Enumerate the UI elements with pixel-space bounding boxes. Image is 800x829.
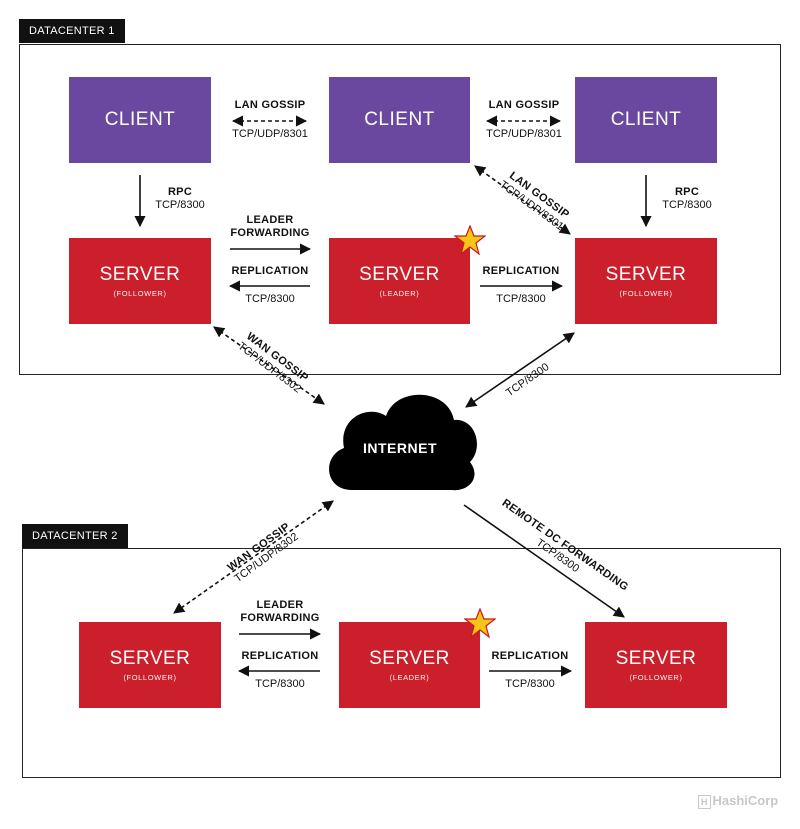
dc1-replication-left-label: REPLICATION: [222, 265, 318, 278]
node-name: SERVER: [109, 648, 191, 669]
dc2-replication-left-label: REPLICATION: [232, 650, 328, 663]
dc1-server-leader: SERVER (LEADER): [329, 238, 470, 324]
dc2-replication-right-label: REPLICATION: [481, 650, 579, 663]
client-node-1: CLIENT: [69, 77, 211, 163]
dc2-replication-left-port: TCP/8300: [232, 678, 328, 691]
hashicorp-logo-icon: H: [698, 795, 711, 809]
datacenter-1-label: DATACENTER 1: [19, 19, 125, 43]
link-title-line2: FORWARDING: [240, 612, 320, 624]
dc2-server-leader: SERVER (LEADER): [339, 622, 480, 708]
brand-name: HashiCorp: [712, 793, 779, 808]
link-title: RPC: [674, 186, 700, 198]
lan-gossip-diagonal-arrow: [474, 165, 571, 235]
link-title: REPLICATION: [231, 265, 309, 277]
rpc-label-1: RPC TCP/8300: [150, 186, 210, 212]
node-name: SERVER: [369, 648, 450, 669]
lan-gossip-label-1: LAN GOSSIP: [220, 99, 320, 112]
node-name: SERVER: [615, 648, 697, 669]
link-port: TCP/8300: [255, 678, 305, 690]
node-role: (FOLLOWER): [629, 673, 683, 682]
rpc-label-3: RPC TCP/8300: [657, 186, 717, 212]
link-title-line2: FORWARDING: [230, 227, 310, 239]
internet-dc1-arrow: [465, 332, 575, 408]
lan-gossip-label-2: LAN GOSSIP: [474, 99, 574, 112]
datacenter-2-frame: [22, 548, 781, 778]
node-name: CLIENT: [364, 109, 435, 130]
dc2-forwarding-label: LEADER FORWARDING: [232, 599, 328, 625]
link-title-line1: LEADER: [246, 214, 294, 226]
node-role: (LEADER): [389, 673, 430, 682]
dc1-replication-right-port: TCP/8300: [472, 293, 570, 306]
dc2-server-follower-1: SERVER (FOLLOWER): [79, 622, 221, 708]
client-node-3: CLIENT: [575, 77, 717, 163]
link-title: RPC: [167, 186, 193, 198]
link-port: TCP/8300: [245, 293, 295, 305]
datacenter-2-label: DATACENTER 2: [22, 524, 128, 548]
dc1-replication-right-label: REPLICATION: [472, 265, 570, 278]
wan-gossip-dc2-arrow: [173, 500, 334, 614]
lan-gossip-port-2: TCP/UDP/8301: [474, 128, 574, 141]
dc1-replication-left-port: TCP/8300: [222, 293, 318, 306]
internet-label: INTERNET: [363, 440, 437, 456]
link-title: REPLICATION: [491, 650, 569, 662]
node-name: SERVER: [99, 264, 181, 285]
node-name: SERVER: [605, 264, 687, 285]
link-port: TCP/UDP/8301: [232, 128, 308, 140]
node-role: (FOLLOWER): [123, 673, 177, 682]
link-title: REPLICATION: [482, 265, 560, 277]
remote-dc-forwarding-arrow: [463, 504, 625, 618]
leader-star-icon: [454, 225, 486, 255]
link-port: TCP/8300: [505, 678, 555, 690]
datacenter-1-frame: [19, 44, 781, 375]
dc1-server-follower-1: SERVER (FOLLOWER): [69, 238, 211, 324]
node-role: (LEADER): [379, 289, 420, 298]
node-name: CLIENT: [104, 109, 176, 130]
dc1-forwarding-label: LEADER FORWARDING: [222, 214, 318, 240]
node-name: SERVER: [359, 264, 440, 285]
client-node-2: CLIENT: [329, 77, 470, 163]
dc2-replication-right-port: TCP/8300: [481, 678, 579, 691]
wan-gossip-dc1-arrow: [213, 326, 325, 405]
link-port: TCP/8300: [155, 199, 205, 211]
lan-gossip-port-1: TCP/UDP/8301: [220, 128, 320, 141]
node-name: CLIENT: [610, 109, 682, 130]
node-role: (FOLLOWER): [619, 289, 673, 298]
dc2-server-follower-2: SERVER (FOLLOWER): [585, 622, 727, 708]
link-port: TCP/8300: [662, 199, 712, 211]
link-title: LAN GOSSIP: [234, 99, 306, 111]
link-title: LAN GOSSIP: [488, 99, 560, 111]
leader-star-icon: [464, 608, 496, 638]
link-port: TCP/UDP/8301: [486, 128, 562, 140]
node-role: (FOLLOWER): [113, 289, 167, 298]
internet-cloud-icon: [329, 394, 477, 491]
link-port: TCP/8300: [496, 293, 546, 305]
link-title-line1: LEADER: [256, 599, 304, 611]
link-title: REPLICATION: [241, 650, 319, 662]
dc1-server-follower-2: SERVER (FOLLOWER): [575, 238, 717, 324]
